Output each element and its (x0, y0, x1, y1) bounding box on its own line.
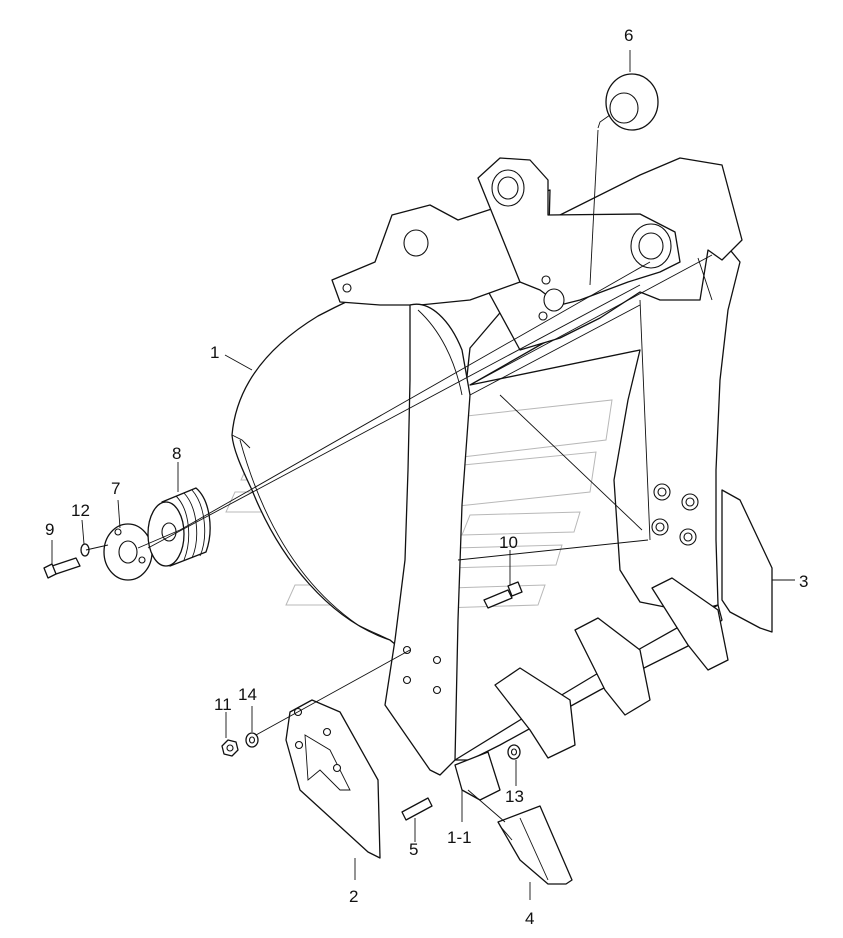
bolt-9 (43, 557, 81, 579)
callout-9: 9 (45, 520, 54, 539)
callout-5: 5 (409, 840, 418, 859)
bucket-tooth (497, 805, 573, 885)
callout-13: 13 (505, 787, 524, 806)
bushing (605, 73, 659, 131)
side-protector (285, 699, 381, 859)
callout-4: 4 (525, 909, 534, 928)
callout-12: 12 (71, 501, 90, 520)
pin-5 (401, 797, 433, 821)
nut-11 (221, 739, 239, 757)
callout-10: 10 (499, 533, 518, 552)
washer-13 (507, 744, 521, 760)
callout-14: 14 (238, 685, 257, 704)
bucket-body (231, 157, 743, 801)
callout-1-1: 1-1 (447, 828, 472, 847)
bolt-10 (483, 581, 523, 609)
callout-2: 2 (349, 887, 358, 906)
leader-lines (51, 50, 795, 900)
callout-labels: 1 1-1 2 3 4 5 6 7 8 9 10 11 12 13 14 (45, 26, 808, 928)
tooth-adapters (454, 577, 729, 801)
callout-11: 11 (214, 695, 232, 714)
side-cutter (721, 489, 773, 633)
callout-1: 1 (210, 343, 219, 362)
side-bolts (651, 483, 699, 546)
callout-6: 6 (624, 26, 633, 45)
callout-8: 8 (172, 444, 181, 463)
shim-boss (147, 487, 211, 567)
callout-7: 7 (111, 479, 120, 498)
washer-plate (103, 523, 153, 581)
washer-14 (245, 732, 259, 748)
callout-3: 3 (799, 572, 808, 591)
washer-12 (80, 543, 90, 557)
